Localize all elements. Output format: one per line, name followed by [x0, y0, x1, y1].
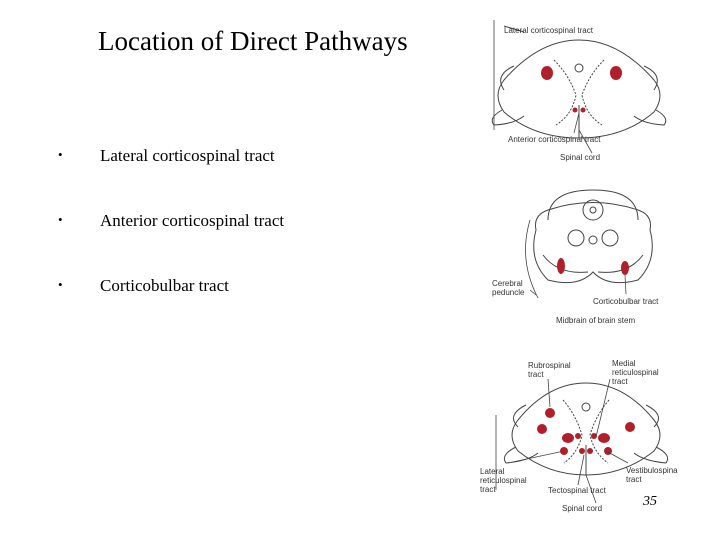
- label-corticobulbar: Corticobulbar tract: [593, 297, 659, 306]
- label-lateral-corticospinal: Lateral corticospinal tract: [504, 26, 594, 35]
- label-spinal-cord: Spinal cord: [562, 504, 602, 513]
- tract-marker: [591, 433, 597, 439]
- label-lateral-2: reticulospinal: [480, 476, 527, 485]
- bullet-text: Lateral corticospinal tract: [100, 146, 275, 165]
- tract-marker: [545, 408, 555, 418]
- tract-marker: [625, 422, 635, 432]
- label-tectospinal: Tectospinal tract: [548, 486, 607, 495]
- label-anterior-corticospinal: Anterior corticospinal tract: [508, 135, 601, 144]
- label-medial-3: tract: [612, 377, 628, 386]
- tract-marker: [557, 258, 565, 274]
- tract-marker: [572, 107, 578, 113]
- label-vestibulospinal-1: Vestibulospinal: [626, 466, 678, 475]
- bullet-dot: •: [58, 147, 63, 162]
- bullet-list: • Lateral corticospinal tract • Anterior…: [58, 0, 478, 540]
- bullet-dot: •: [58, 277, 63, 292]
- bullet-text: Corticobulbar tract: [100, 276, 229, 295]
- tract-marker: [610, 66, 622, 80]
- tract-marker: [580, 107, 586, 113]
- slide-title: Location of Direct Pathways: [98, 26, 408, 56]
- label-cerebral: Cerebral: [492, 279, 523, 288]
- label-lateral-1: Lateral: [480, 467, 505, 476]
- label-vestibulospinal-2: tract: [626, 475, 642, 484]
- midbrain-diagram: Cerebral peduncle Corticobulbar tract Mi…: [492, 189, 659, 325]
- spinal-cord-diagram-top: Lateral corticospinal tract Anterior cor…: [491, 20, 667, 162]
- label-rubrospinal-1: Rubrospinal: [528, 361, 571, 370]
- tract-marker: [598, 433, 610, 443]
- tract-marker: [541, 66, 553, 80]
- tract-marker: [537, 424, 547, 434]
- tract-marker: [587, 448, 593, 454]
- label-peduncle: peduncle: [492, 288, 525, 297]
- page-number: 35: [643, 494, 657, 509]
- spinal-cord-diagram-bottom: Rubrospinal tract Medial reticulospinal …: [480, 359, 678, 513]
- label-spinal-cord: Spinal cord: [560, 153, 600, 162]
- label-rubrospinal-2: tract: [528, 370, 544, 379]
- tract-marker: [621, 261, 629, 275]
- bullet-dot: •: [58, 212, 63, 227]
- tract-marker: [575, 433, 581, 439]
- label-midbrain: Midbrain of brain stem: [556, 316, 635, 325]
- label-medial-2: reticulospinal: [612, 368, 659, 377]
- label-lateral-3: tract: [480, 485, 496, 494]
- label-medial-1: Medial: [612, 359, 636, 368]
- tract-marker: [579, 448, 585, 454]
- tract-marker: [562, 433, 574, 443]
- bullet-text: Anterior corticospinal tract: [100, 211, 285, 230]
